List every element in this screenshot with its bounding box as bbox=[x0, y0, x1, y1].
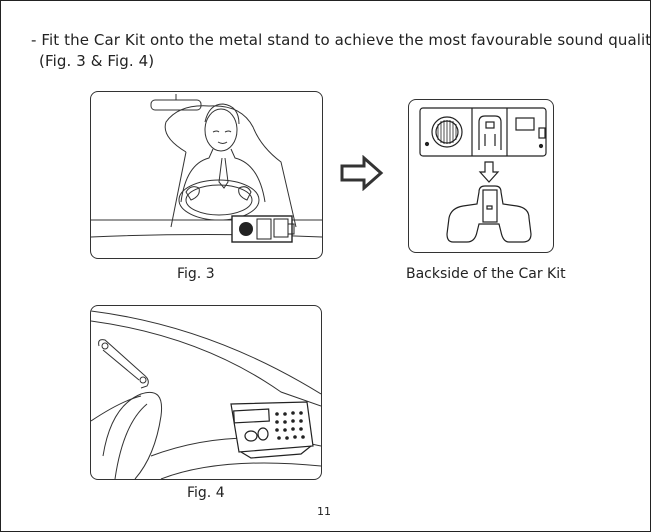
fig4-caption: Fig. 4 bbox=[187, 485, 225, 501]
mount-slot bbox=[478, 115, 502, 150]
fig4-illustration bbox=[90, 305, 322, 480]
driver-car-kit-drawing bbox=[91, 94, 322, 243]
speaker-grille bbox=[431, 116, 463, 148]
car-kit-unit bbox=[231, 215, 295, 243]
instruction-line-2: (Fig. 3 & Fig. 4) bbox=[39, 52, 155, 70]
fig3-illustration bbox=[90, 91, 323, 259]
car-kit-backside-drawing bbox=[419, 107, 547, 243]
backside-illustration bbox=[408, 99, 554, 253]
fig3-caption: Fig. 3 bbox=[177, 266, 215, 282]
right-arrow-icon bbox=[340, 155, 384, 191]
instruction-text: - Fit the Car Kit onto the metal stand t… bbox=[31, 30, 651, 72]
driver-head bbox=[204, 108, 238, 152]
metal-stand bbox=[446, 185, 532, 243]
rear-view-mirror bbox=[150, 99, 202, 111]
instruction-line-1: - Fit the Car Kit onto the metal stand t… bbox=[31, 31, 651, 49]
down-arrow-icon bbox=[478, 161, 500, 183]
car-kit-back-body bbox=[419, 107, 547, 157]
page-number: 11 bbox=[317, 505, 331, 518]
mounted-car-kit bbox=[230, 401, 314, 459]
backside-caption: Backside of the Car Kit bbox=[406, 266, 566, 282]
car-kit-mounted-drawing bbox=[91, 310, 321, 479]
grab-handle bbox=[98, 339, 149, 389]
